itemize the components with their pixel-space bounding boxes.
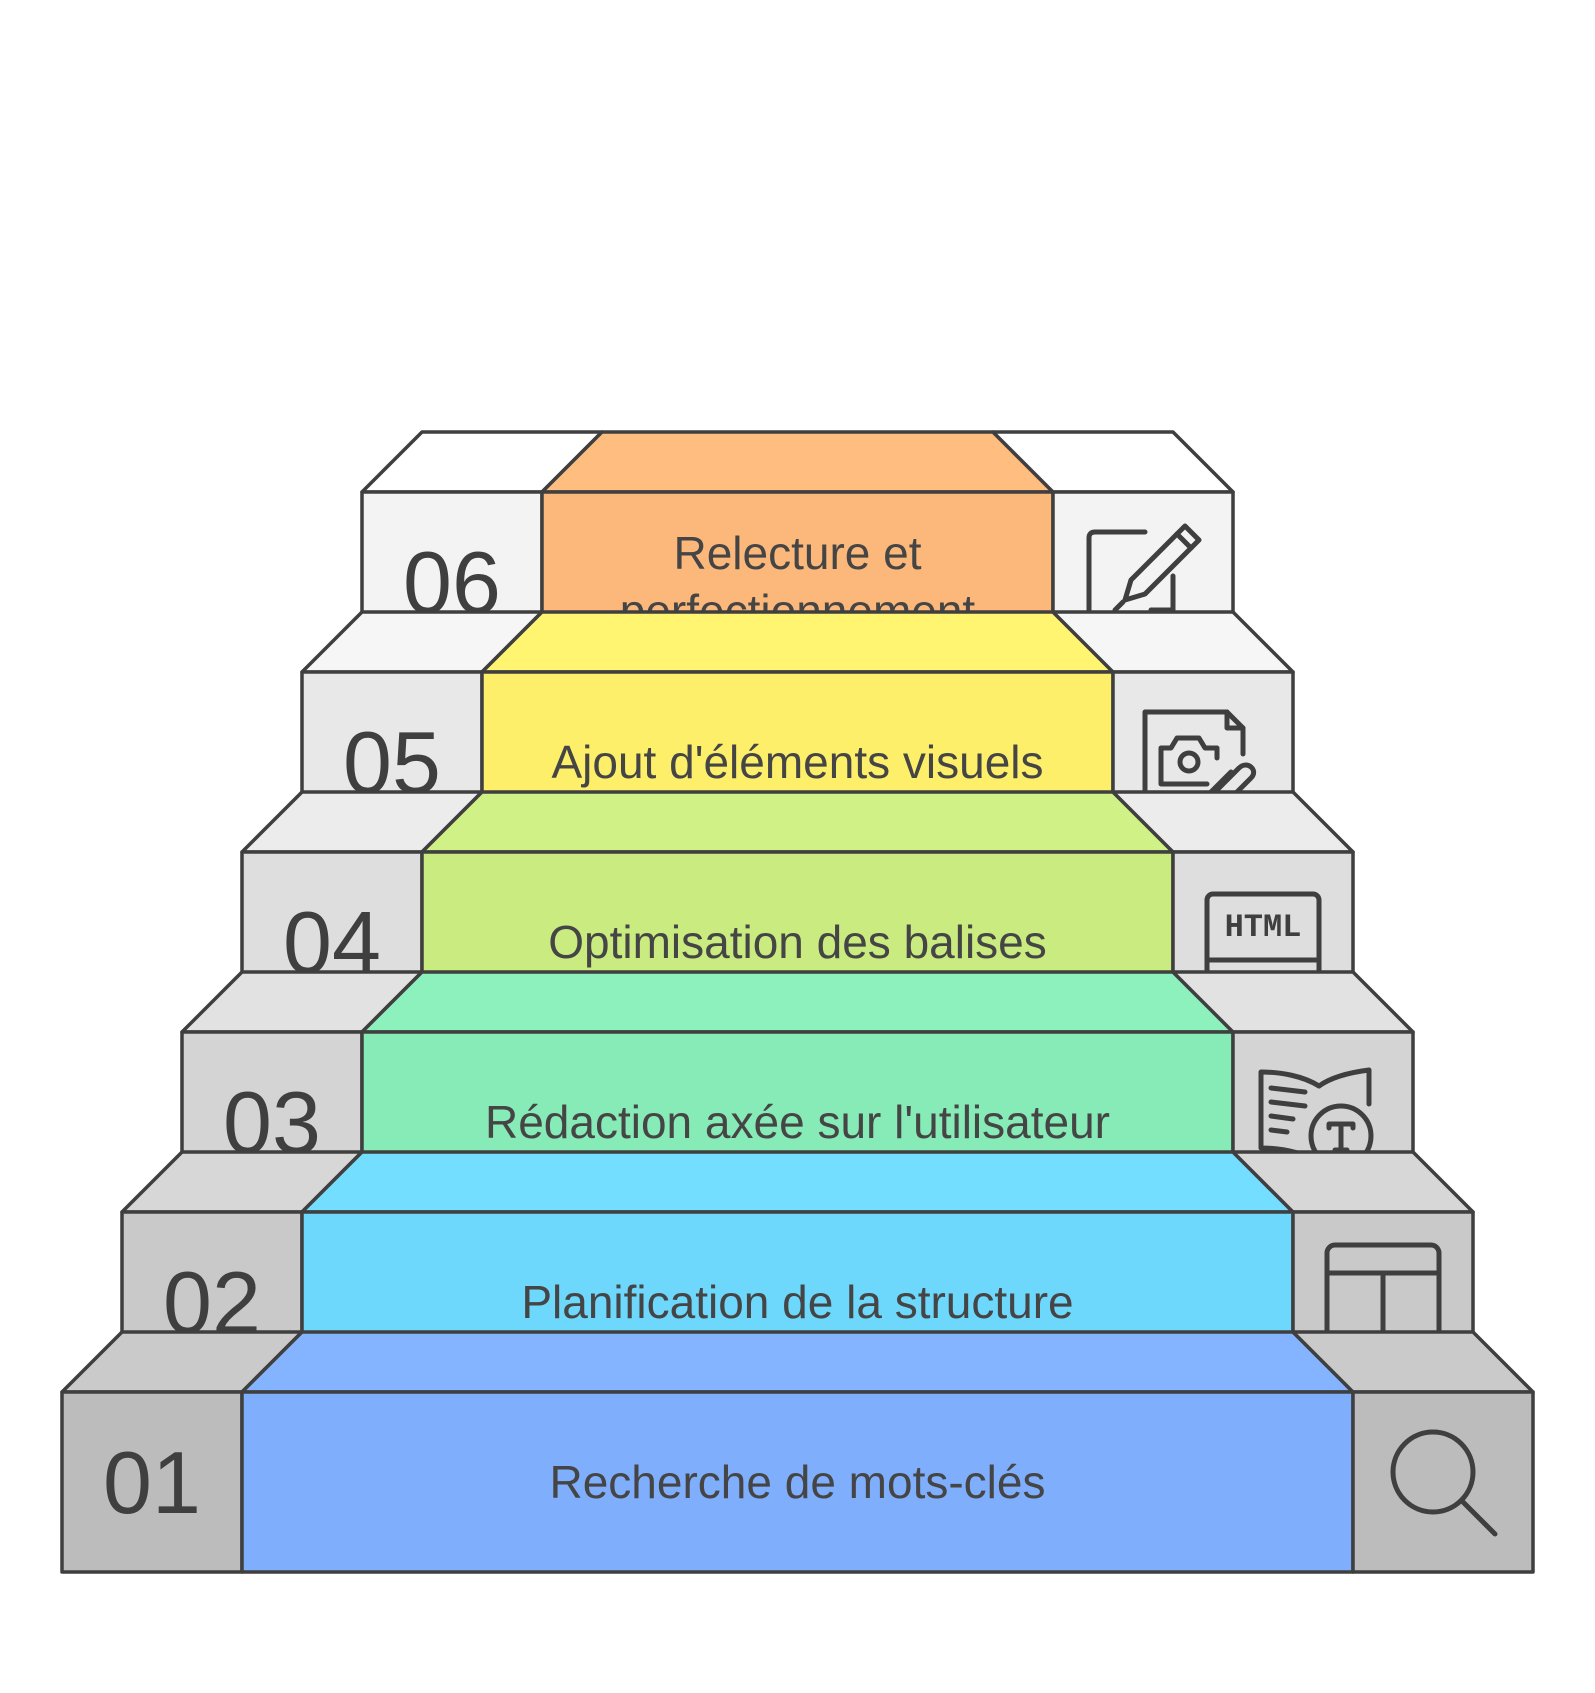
- step-top-center-face: [480, 610, 1115, 674]
- search-icon: [1390, 1429, 1498, 1537]
- step-top-center-face: [300, 1150, 1295, 1214]
- step-top-center-face: [420, 790, 1175, 854]
- step-top-center-face: [240, 1330, 1355, 1394]
- html-text: HTML: [1225, 909, 1302, 946]
- step-icon-block: [1351, 1390, 1535, 1574]
- step-top-center-face: [540, 430, 1055, 494]
- step-label-block: [240, 1390, 1355, 1574]
- step-label: Relecture et: [673, 527, 921, 579]
- step-01: 01 Recherche de mots-clés: [60, 1330, 1535, 1574]
- step-label: Recherche de mots-clés: [550, 1456, 1046, 1508]
- step-label: Optimisation des balises: [548, 916, 1047, 968]
- step-label: Ajout d'éléments visuels: [551, 736, 1043, 788]
- step-top-center-face: [360, 970, 1235, 1034]
- step-number: 01: [103, 1433, 201, 1532]
- step-number-block: [60, 1390, 244, 1574]
- step-label: Planification de la structure: [521, 1276, 1073, 1328]
- step-label: Rédaction axée sur l'utilisateur: [485, 1096, 1110, 1148]
